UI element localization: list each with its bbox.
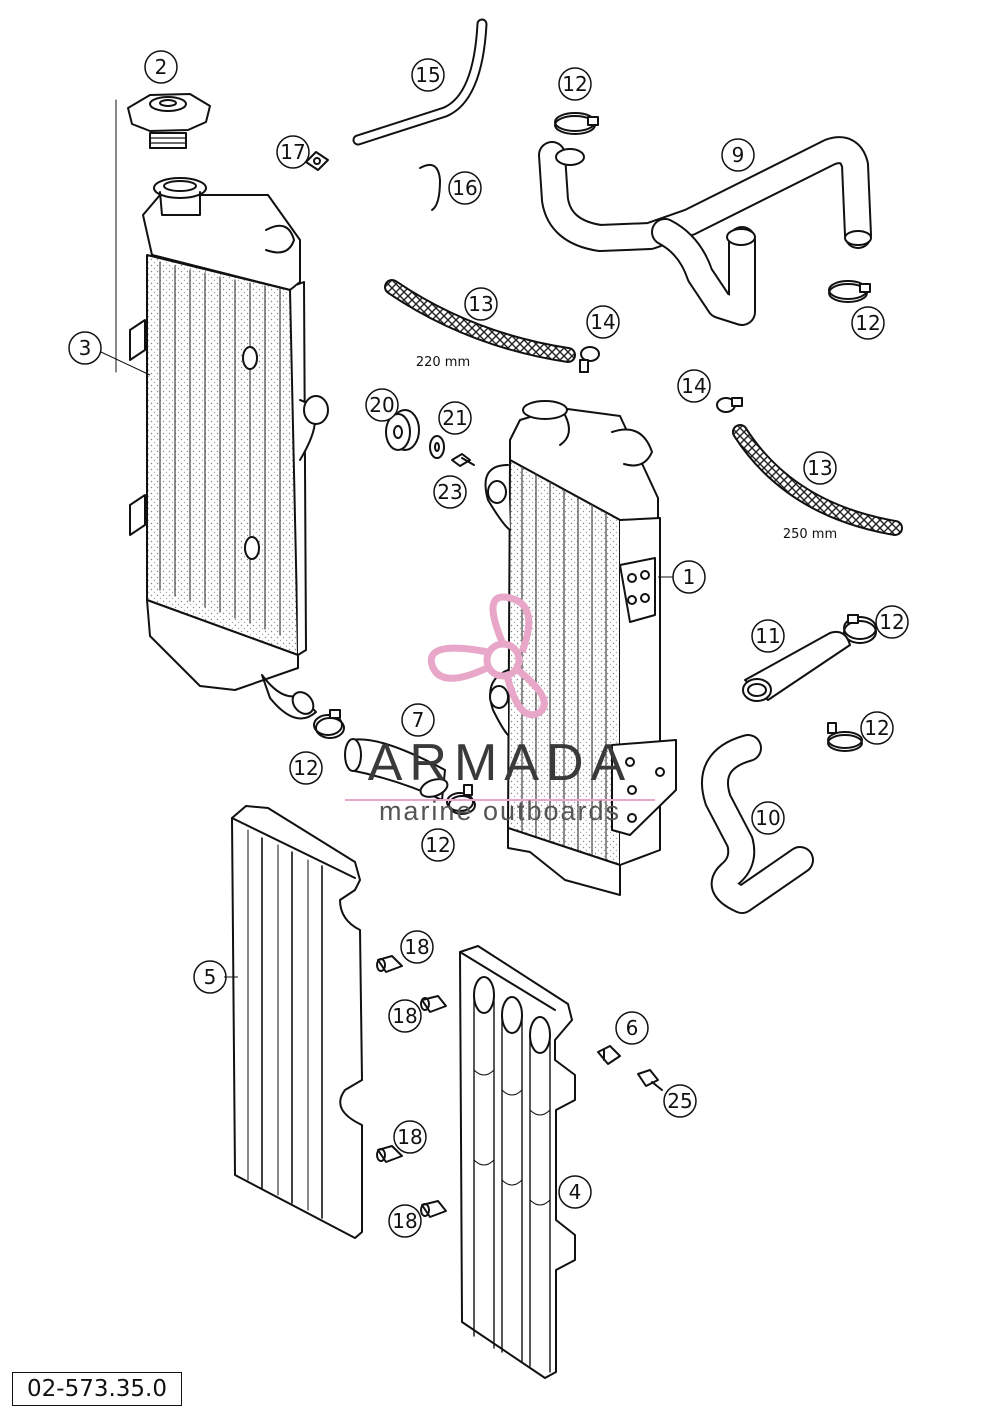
callout-12: 12 (855, 311, 880, 335)
screw-23 (451, 453, 475, 467)
small-clamp-14 (716, 397, 743, 413)
callout-12: 12 (864, 716, 889, 740)
callout-15: 15 (415, 63, 440, 87)
callout-12: 12 (425, 833, 450, 857)
left-radiator-shroud (231, 805, 363, 1239)
callout-7: 7 (412, 708, 425, 732)
hose-11 (742, 630, 851, 702)
callout-3: 3 (79, 336, 92, 360)
fitting-17 (305, 151, 329, 171)
t-hose-9 (538, 136, 872, 326)
callout-20: 20 (369, 393, 394, 417)
left-radiator (129, 177, 329, 720)
callout-16: 16 (452, 176, 477, 200)
small-clamp-14 (579, 346, 600, 373)
callout-6: 6 (626, 1016, 639, 1040)
callout-12: 12 (293, 756, 318, 780)
radiator-cap (127, 93, 211, 149)
callout-4: 4 (569, 1180, 582, 1204)
callout-25: 25 (667, 1089, 692, 1113)
callout-5: 5 (204, 965, 217, 989)
callout-12: 12 (562, 72, 587, 96)
callout-18: 18 (392, 1004, 417, 1028)
hose-clamp (843, 614, 877, 644)
hose-clamp (828, 280, 871, 303)
clip-nut-6 (597, 1045, 621, 1065)
callout-18: 18 (392, 1209, 417, 1233)
callout-14: 14 (590, 310, 615, 334)
grommet-20 (385, 409, 420, 451)
watermark-name: ARMADA (368, 734, 632, 792)
dimension-220mm: 220 mm (416, 355, 470, 370)
callout-18: 18 (404, 935, 429, 959)
hose-clamp (827, 722, 863, 752)
screw-18 (376, 1145, 403, 1163)
callout-10: 10 (755, 806, 780, 830)
callout-2: 2 (155, 55, 168, 79)
armada-logo (427, 593, 548, 719)
hose-clamp (554, 112, 599, 135)
right-radiator-shroud (459, 945, 576, 1379)
hose-7 (344, 738, 449, 801)
spring-clip-16 (419, 164, 441, 211)
hose-clamp (313, 709, 345, 739)
hose-clamp (446, 784, 476, 815)
screw-18 (376, 955, 403, 973)
callout-18: 18 (397, 1125, 422, 1149)
callout-21: 21 (442, 406, 467, 430)
washer-21 (429, 435, 445, 459)
callout-23: 23 (437, 480, 462, 504)
screw-18 (420, 995, 447, 1013)
callout-13: 13 (807, 456, 832, 480)
dimension-250mm: 250 mm (783, 527, 837, 542)
callout-1: 1 (683, 565, 696, 589)
screw-18 (420, 1200, 447, 1218)
callout-13: 13 (468, 292, 493, 316)
callout-9: 9 (732, 143, 745, 167)
callout-12: 12 (879, 610, 904, 634)
bolt-25 (637, 1069, 663, 1091)
callout-14: 14 (681, 374, 706, 398)
watermark-subtitle: marine outboards (379, 796, 621, 826)
callout-11: 11 (755, 624, 780, 648)
callout-17: 17 (280, 140, 305, 164)
diagram-code-label: 02-573.35.0 (12, 1372, 182, 1406)
